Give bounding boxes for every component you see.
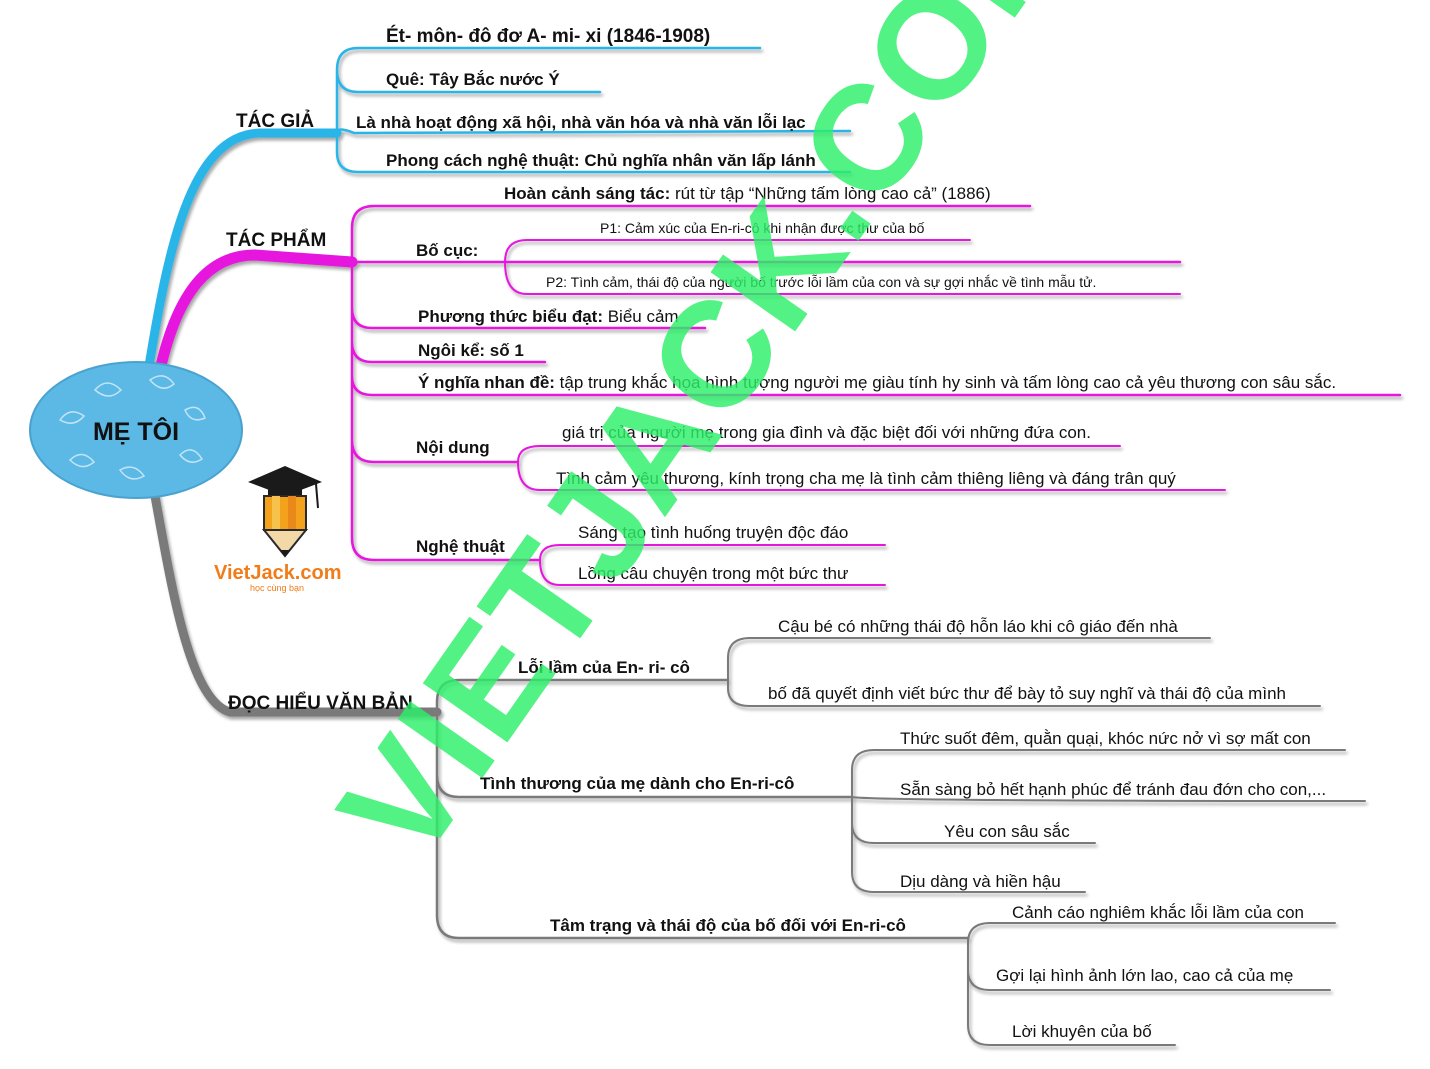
phuong-thuc-value: Biểu cảm xyxy=(603,307,679,326)
noi-dung-label: Nội dung xyxy=(416,438,490,457)
ngoi-ke: Ngôi kể: số 1 xyxy=(418,341,524,360)
tac-gia-item: Phong cách nghệ thuật: Chủ nghĩa nhân vă… xyxy=(386,151,816,170)
connector-nghe-thuat xyxy=(539,544,886,586)
connector-loi-lam xyxy=(727,637,1321,707)
branch-title-tac-pham[interactable]: TÁC PHẨM xyxy=(226,229,326,251)
nghe-thuat-item: Lồng câu chuyện trong một bức thư xyxy=(578,564,848,583)
bo-cuc-p1: P1: Cảm xúc của En-ri-cô khi nhận được t… xyxy=(600,220,925,236)
hoan-canh: Hoàn cảnh sáng tác: rút từ tập “Những tấ… xyxy=(504,184,991,203)
hoan-canh-value: rút từ tập “Những tấm lòng cao cả” (1886… xyxy=(670,184,990,203)
center-ellipse xyxy=(29,361,243,499)
connector-doc-hieu xyxy=(145,465,442,717)
connector-tac-pham xyxy=(154,249,358,376)
hoan-canh-label: Hoàn cảnh sáng tác: xyxy=(504,184,670,203)
bo-cuc-label: Bố cục: xyxy=(416,241,478,260)
connector-tac-gia-stem xyxy=(335,46,852,174)
connector-tac-pham-stem xyxy=(350,204,1402,562)
y-nghia-label: Ý nghĩa nhan đề: xyxy=(418,373,555,392)
tinh-thuong-item: Sẵn sàng bỏ hết hạnh phúc để tránh đau đ… xyxy=(900,780,1326,799)
loi-lam-item: Cậu bé có những thái độ hỗn láo khi cô g… xyxy=(778,617,1178,636)
tinh-thuong-item: Thức suốt đêm, quằn quại, khóc nức nở vì… xyxy=(900,729,1311,748)
branch-tac-gia xyxy=(143,46,852,377)
branch-title-tac-gia[interactable]: TÁC GIẢ xyxy=(236,110,314,132)
connector-noi-dung xyxy=(517,445,1226,491)
vietjack-logo[interactable]: VietJack.com học cùng bạn xyxy=(214,466,342,593)
logo-tagline: học cùng bạn xyxy=(250,583,304,593)
tac-gia-item: Quê: Tây Bắc nước Ý xyxy=(386,70,560,89)
connector-doc-hieu-stem xyxy=(435,678,970,940)
loi-lam-item: bố đã quyết định viết bức thư để bày tỏ … xyxy=(768,684,1286,703)
phuong-thuc: Phương thức biểu đạt: Biểu cảm xyxy=(418,307,679,326)
tinh-thuong-label: Tình thương của mẹ dành cho En-ri-cô xyxy=(480,774,794,793)
phuong-thuc-label: Phương thức biểu đạt: xyxy=(418,307,603,326)
y-nghia-value: tập trung khắc họa hình tượng người mẹ g… xyxy=(555,373,1336,392)
connector-bo-cuc xyxy=(504,239,1181,295)
tam-trang-item: Gợi lại hình ảnh lớn lao, cao cả của mẹ xyxy=(996,966,1293,985)
tam-trang-item: Cảnh cáo nghiêm khắc lỗi lầm của con xyxy=(1012,903,1304,922)
tinh-thuong-item: Yêu con sâu sắc xyxy=(944,822,1070,841)
branch-tac-pham xyxy=(154,204,1402,586)
y-nghia: Ý nghĩa nhan đề: tập trung khắc họa hình… xyxy=(418,373,1336,392)
graduation-cap-pencil-icon xyxy=(248,466,322,558)
logo-name: VietJack.com xyxy=(214,562,342,584)
center-node[interactable]: MẸ TÔI xyxy=(29,361,243,499)
branch-doc-hieu xyxy=(145,465,1366,1046)
tac-gia-item: Ét- môn- đô đơ A- mi- xi (1846-1908) xyxy=(386,25,710,47)
center-label: MẸ TÔI xyxy=(93,416,179,446)
connector-tam-trang xyxy=(967,922,1336,1046)
tinh-thuong-item: Dịu dàng và hiền hậu xyxy=(900,872,1061,891)
tac-gia-item: Là nhà hoạt động xã hội, nhà văn hóa và … xyxy=(356,113,806,132)
tam-trang-label: Tâm trạng và thái độ của bố đối với En-r… xyxy=(550,916,906,935)
tam-trang-item: Lời khuyên của bố xyxy=(1012,1022,1152,1041)
bo-cuc-p2: P2: Tình cảm, thái độ của người bố trước… xyxy=(546,274,1096,290)
branch-title-doc-hieu[interactable]: ĐỌC HIỂU VĂN BẢN xyxy=(228,692,413,714)
connector-tac-gia xyxy=(143,128,342,377)
leaf-pattern-icon xyxy=(58,375,206,480)
nghe-thuat-item: Sáng tạo tình huống truyện độc đáo xyxy=(578,523,848,542)
loi-lam-label: Lỗi lầm của En- ri- cô xyxy=(518,658,690,677)
connector-tinh-thuong xyxy=(851,749,1366,893)
nghe-thuat-label: Nghệ thuật xyxy=(416,537,505,556)
noi-dung-item: Tình cảm yêu thương, kính trọng cha mẹ l… xyxy=(556,469,1176,488)
noi-dung-item: giá trị của người mẹ trong gia đình và đ… xyxy=(562,423,1091,442)
